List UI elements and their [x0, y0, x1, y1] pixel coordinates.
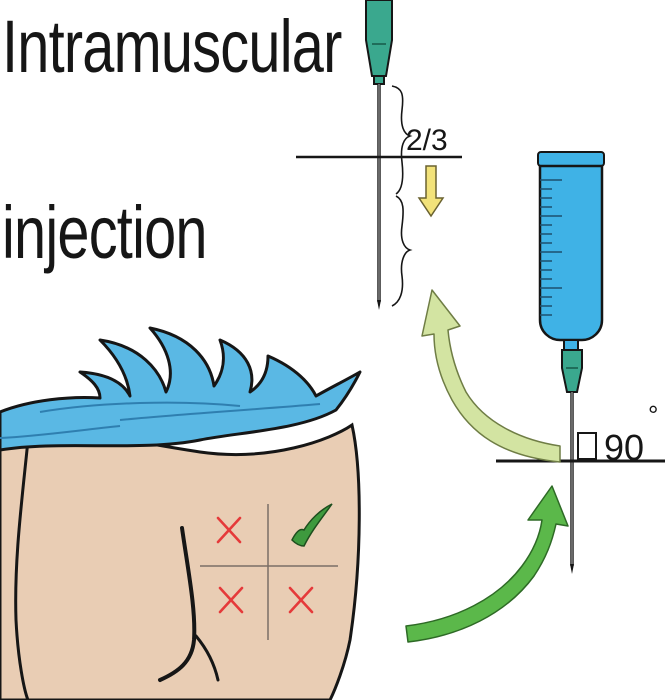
title-intramuscular: Intramuscular: [2, 5, 342, 88]
cross-mark-icon: [216, 516, 242, 544]
check-mark-icon: [291, 503, 333, 547]
title-injection: injection: [2, 191, 208, 274]
angle-label: 90: [604, 427, 644, 468]
down-arrow-icon: [417, 165, 445, 218]
needle-icon: [365, 0, 393, 310]
gluteal-cleft: [158, 526, 197, 682]
skin-area: [0, 422, 361, 700]
buttocks-figure: [0, 422, 361, 700]
blue-cloth: [0, 326, 362, 452]
depth-label: 2/3: [406, 124, 448, 157]
curved-arrow-icon: [405, 485, 569, 643]
cross-mark-icon: [288, 586, 314, 614]
curved-arrow-icon: [421, 289, 561, 463]
depth-bracket: [391, 85, 413, 195]
graduation-marks: [540, 179, 562, 316]
angle-unit: °: [648, 400, 658, 430]
cross-mark-icon: [218, 586, 244, 614]
syringe-icon: [537, 151, 605, 574]
right-angle-marker: [577, 432, 597, 460]
